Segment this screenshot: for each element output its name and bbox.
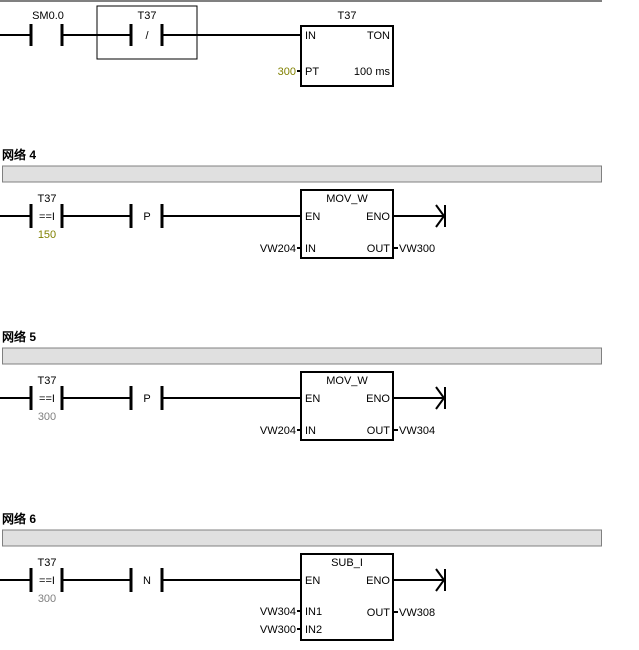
contact-operand: SM0.0 [32, 10, 64, 22]
edge-type: N [143, 575, 151, 587]
output-operand[interactable]: VW300 [399, 243, 435, 255]
input-operand[interactable]: VW300 [260, 624, 296, 636]
pin-out: OUT [367, 607, 391, 619]
pin-out: OUT [367, 425, 391, 437]
pin-eno: ENO [366, 211, 390, 223]
compare-contact[interactable]: T37 ==I 300 [29, 557, 64, 605]
network-label[interactable]: 网络 6 [2, 511, 36, 526]
pin-pt: PT [305, 66, 319, 78]
network-comment-bar[interactable] [2, 347, 602, 365]
input-operand[interactable]: VW304 [260, 606, 296, 618]
contact-type: / [145, 30, 149, 42]
box-type: TON [367, 30, 390, 42]
compare-contact[interactable]: T37 ==I 300 [29, 375, 64, 423]
contact-sm0-0[interactable]: SM0.0 [29, 10, 64, 46]
pin-en: EN [305, 393, 320, 405]
pin-eno: ENO [366, 393, 390, 405]
box-title: MOV_W [326, 193, 368, 205]
box-title: MOV_W [326, 375, 368, 387]
selection-box [96, 5, 198, 60]
edge-type: P [143, 211, 150, 223]
contact-type: ==I [39, 575, 55, 587]
network-comment-bar[interactable] [2, 529, 602, 547]
contact-operand: T37 [38, 193, 57, 205]
output-operand[interactable]: VW308 [399, 607, 435, 619]
network-4: 网络 4 T37 ==I 150 P MOV_W EN ENO VW204 IN… [0, 147, 602, 259]
instruction-box[interactable]: MOV_W EN ENO [300, 189, 394, 259]
contact-operand: T37 [138, 10, 157, 22]
network-label[interactable]: 网络 5 [2, 329, 36, 344]
pin-eno: ENO [366, 575, 390, 587]
pin-en: EN [305, 575, 320, 587]
pin-en: EN [305, 211, 320, 223]
network-comment-bar[interactable] [2, 165, 602, 183]
box-operand: T37 [338, 10, 357, 22]
contact-type: ==I [39, 211, 55, 223]
edge-type: P [143, 393, 150, 405]
input-operand[interactable]: VW204 [260, 243, 296, 255]
network-label[interactable]: 网络 4 [2, 147, 36, 162]
edge-contact[interactable]: P [129, 204, 164, 228]
rung-end-arrow-icon [435, 386, 446, 410]
input-operand[interactable]: VW204 [260, 425, 296, 437]
compare-contact[interactable]: T37 ==I 150 [29, 193, 64, 241]
contact-type: ==I [39, 393, 55, 405]
pt-value[interactable]: 300 [278, 66, 296, 78]
pin-in: IN [305, 30, 316, 42]
compare-value: 300 [38, 411, 56, 423]
compare-value: 300 [38, 593, 56, 605]
edge-contact[interactable]: N [129, 568, 164, 592]
timebase: 100 ms [354, 66, 391, 78]
output-operand[interactable]: VW304 [399, 425, 435, 437]
ton-timer-box[interactable]: T37 IN TON PT 300 100 ms [278, 10, 394, 87]
rung-end-arrow-icon [435, 568, 446, 592]
instruction-box[interactable]: MOV_W EN ENO [300, 371, 394, 441]
pin-in: IN [305, 425, 316, 437]
edge-contact[interactable]: P [129, 386, 164, 410]
instruction-box[interactable]: SUB_I EN ENO [300, 553, 394, 641]
pin-out: OUT [367, 243, 391, 255]
contact-operand: T37 [38, 375, 57, 387]
network-3: SM0.0 T37 / T37 IN TON PT 300 100 ms [0, 5, 394, 87]
pin-in2: IN2 [305, 624, 322, 636]
box-title: SUB_I [331, 557, 363, 569]
contact-operand: T37 [38, 557, 57, 569]
pin-in: IN [305, 243, 316, 255]
network-6: 网络 6 T37 ==I 300 N SUB_I EN ENO VW304 IN… [0, 511, 602, 641]
rung-end-arrow-icon [435, 204, 446, 228]
compare-value: 150 [38, 229, 56, 241]
contact-t37-nc[interactable]: T37 / [129, 10, 164, 46]
pin-in1: IN1 [305, 606, 322, 618]
network-5: 网络 5 T37 ==I 300 P MOV_W EN ENO VW204 IN… [0, 329, 602, 441]
